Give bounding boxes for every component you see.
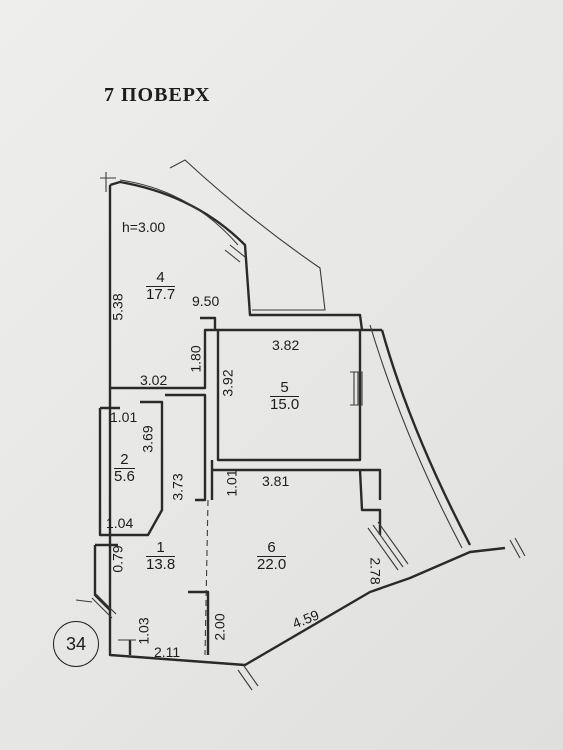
room2-wall bbox=[98, 400, 164, 537]
dim-door-block: 2.00 bbox=[211, 613, 228, 641]
room1-wall bbox=[93, 543, 132, 655]
room5-wall bbox=[216, 328, 362, 462]
dim-entry-wall: 0.79 bbox=[109, 545, 126, 573]
dim-room1-bottom: 2.11 bbox=[154, 644, 181, 660]
room-2-label: 2 5.6 bbox=[114, 452, 135, 485]
balcony-outline bbox=[169, 159, 326, 311]
room-2-number: 2 bbox=[114, 452, 135, 469]
dim-room2-top: 1.01 bbox=[110, 409, 138, 425]
room-5-label: 5 15.0 bbox=[270, 380, 300, 413]
outer-wall bbox=[108, 180, 506, 667]
room-4-number: 4 bbox=[146, 270, 176, 287]
ceiling-height-label: h=3.00 bbox=[122, 219, 166, 235]
room4-wall bbox=[110, 316, 218, 390]
dim-niche-width: 9.50 bbox=[192, 293, 220, 309]
door-block bbox=[188, 590, 210, 655]
room6-wall bbox=[212, 468, 382, 535]
room-5-number: 5 bbox=[270, 380, 300, 397]
loggia-outline bbox=[369, 324, 463, 549]
dim-room6-width: 3.81 bbox=[262, 473, 290, 489]
room-4-label: 4 17.7 bbox=[146, 270, 176, 303]
tick-marks bbox=[75, 172, 526, 691]
window-room5 bbox=[350, 371, 363, 406]
room-2-area: 5.6 bbox=[114, 467, 135, 485]
dim-room6-window: 2.78 bbox=[367, 557, 384, 585]
dim-corridor-height: 3.73 bbox=[169, 473, 186, 501]
window-room6 bbox=[367, 521, 409, 571]
room-1-area: 13.8 bbox=[146, 555, 176, 573]
balcony-arc bbox=[119, 179, 239, 246]
dim-room4-width: 3.02 bbox=[140, 372, 168, 388]
corridor-wall bbox=[165, 393, 214, 502]
window-entry bbox=[91, 593, 117, 619]
dim-wall-180: 1.80 bbox=[187, 345, 204, 373]
dim-room2-bottom: 1.04 bbox=[106, 515, 134, 531]
dim-room5-height: 3.92 bbox=[219, 369, 236, 397]
room-6-area: 22.0 bbox=[257, 555, 287, 573]
window-room4 bbox=[224, 244, 246, 263]
room-1-label: 1 13.8 bbox=[146, 540, 176, 573]
dim-room5-width: 3.82 bbox=[272, 337, 300, 353]
room1-room6-division bbox=[204, 499, 209, 656]
dim-room2-height: 3.69 bbox=[139, 425, 156, 453]
room-6-label: 6 22.0 bbox=[257, 540, 287, 573]
room-4-area: 17.7 bbox=[146, 285, 176, 303]
floor-title: 7 ПОВЕРХ bbox=[104, 84, 211, 106]
room-6-number: 6 bbox=[257, 540, 287, 557]
room-5-area: 15.0 bbox=[270, 395, 300, 413]
room-1-number: 1 bbox=[146, 540, 176, 557]
dim-room4-height: 5.38 bbox=[109, 293, 126, 321]
dim-entry-depth: 1.03 bbox=[135, 617, 152, 645]
apartment-number-badge: 34 bbox=[53, 621, 99, 667]
dim-room6-niche: 1.01 bbox=[223, 469, 240, 497]
